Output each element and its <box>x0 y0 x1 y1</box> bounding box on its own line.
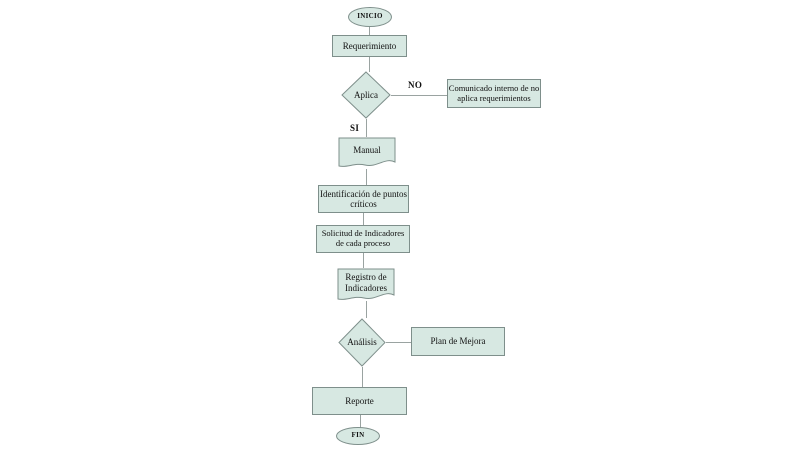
connector-requerimiento-aplica <box>369 57 370 72</box>
decision-aplica: Aplica <box>341 71 391 119</box>
process-identificacion: Identificación de puntos críticos <box>318 185 409 213</box>
connector-aplica-comunicado <box>391 95 447 96</box>
document-manual: Manual <box>338 137 396 170</box>
process-plan-mejora-label: Plan de Mejora <box>430 336 486 347</box>
process-identificacion-label: Identificación de puntos críticos <box>320 188 407 209</box>
process-reporte: Reporte <box>312 387 407 415</box>
connector-identificacion-solicitud <box>363 213 364 225</box>
document-shape <box>337 268 395 300</box>
document-registro: Registro de Indicadores <box>337 268 395 303</box>
document-shape <box>338 137 396 167</box>
connector-analisis-reporte <box>362 367 363 387</box>
edge-label-si: SI <box>350 123 360 133</box>
connector-reporte-fin <box>360 415 361 428</box>
process-solicitud: Solicitud de Indicadores de cada proceso <box>316 225 410 253</box>
end-node-label: FIN <box>351 431 365 440</box>
process-comunicado: Comunicado interno de no aplica requerim… <box>447 79 541 108</box>
process-comunicado-label: Comunicado interno de no aplica requerim… <box>448 82 540 103</box>
decision-analisis: Análisis <box>338 318 386 367</box>
document-manual-label: Manual <box>353 145 381 156</box>
connector-inicio-requerimiento <box>369 27 370 36</box>
process-reporte-label: Reporte <box>345 395 374 406</box>
connector-registro-analisis <box>366 301 367 318</box>
start-node-label: INICIO <box>357 12 383 21</box>
process-solicitud-label: Solicitud de Indicadores de cada proceso <box>321 228 405 248</box>
start-node-inicio: INICIO <box>348 7 392 27</box>
process-plan-mejora: Plan de Mejora <box>411 327 505 356</box>
connector-solicitud-registro <box>363 253 364 268</box>
process-requerimiento-label: Requerimiento <box>342 40 397 51</box>
connector-aplica-manual <box>366 119 367 137</box>
process-requerimiento: Requerimiento <box>332 35 407 57</box>
diamond-shape <box>338 318 386 367</box>
decision-analisis-label: Análisis <box>347 337 377 348</box>
connector-analisis-plan <box>386 342 411 343</box>
diamond-shape <box>341 71 391 119</box>
document-registro-label: Registro de Indicadores <box>345 272 387 293</box>
edge-label-no: NO <box>408 80 423 90</box>
decision-aplica-label: Aplica <box>354 89 378 100</box>
connector-manual-identificacion <box>366 169 367 185</box>
end-node-fin: FIN <box>336 427 380 445</box>
